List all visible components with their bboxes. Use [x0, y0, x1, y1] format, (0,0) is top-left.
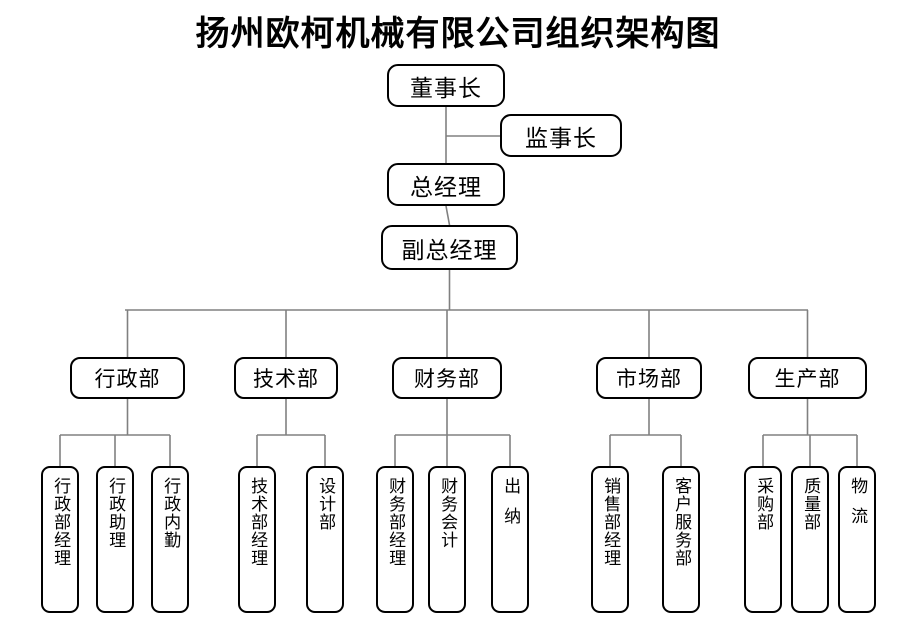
node-production-label: 生产部 — [774, 367, 841, 391]
node-deputy-general-manager-label: 副总经理 — [401, 237, 498, 264]
node-accountant[interactable]: 财务会计 — [428, 466, 466, 613]
node-cashier[interactable]: 出纳 — [491, 466, 529, 613]
node-chairman[interactable]: 董事长 — [387, 64, 505, 107]
node-admin-assistant[interactable]: 行政助理 — [96, 466, 134, 613]
node-customer-service-label: 客户服务部 — [671, 477, 692, 567]
node-admin-manager-label: 行政部经理 — [50, 477, 71, 567]
node-quality-label: 质量部 — [800, 477, 821, 531]
node-tech-manager[interactable]: 技术部经理 — [238, 466, 276, 613]
node-general-manager[interactable]: 总经理 — [387, 163, 505, 206]
node-admin-clerk-label: 行政内勤 — [160, 477, 181, 549]
node-finance[interactable]: 财务部 — [392, 357, 502, 399]
node-finance-manager-label: 财务部经理 — [385, 477, 406, 567]
node-purchasing-label: 采购部 — [753, 477, 774, 531]
node-admin-assistant-label: 行政助理 — [105, 477, 126, 549]
node-design-dept[interactable]: 设计部 — [306, 466, 344, 613]
node-cashier-label: 出纳 — [500, 477, 521, 537]
node-finance-label: 财务部 — [414, 367, 480, 391]
node-administration-label: 行政部 — [94, 367, 161, 391]
node-supervisor[interactable]: 监事长 — [500, 114, 622, 157]
node-production[interactable]: 生产部 — [748, 357, 867, 399]
node-technology[interactable]: 技术部 — [234, 357, 338, 399]
node-sales-manager[interactable]: 销售部经理 — [591, 466, 629, 613]
node-finance-manager[interactable]: 财务部经理 — [376, 466, 414, 613]
node-marketing[interactable]: 市场部 — [596, 357, 702, 399]
node-admin-manager[interactable]: 行政部经理 — [41, 466, 79, 613]
node-quality[interactable]: 质量部 — [791, 466, 829, 613]
node-accountant-label: 财务会计 — [437, 477, 458, 549]
node-admin-clerk[interactable]: 行政内勤 — [151, 466, 189, 613]
node-general-manager-label: 总经理 — [410, 174, 482, 201]
node-marketing-label: 市场部 — [616, 367, 682, 391]
node-customer-service[interactable]: 客户服务部 — [662, 466, 700, 613]
node-purchasing[interactable]: 采购部 — [744, 466, 782, 613]
node-deputy-general-manager[interactable]: 副总经理 — [381, 225, 518, 270]
node-supervisor-label: 监事长 — [525, 125, 597, 152]
node-sales-manager-label: 销售部经理 — [600, 477, 621, 567]
node-technology-label: 技术部 — [253, 367, 319, 391]
node-design-dept-label: 设计部 — [315, 477, 336, 531]
node-administration[interactable]: 行政部 — [70, 357, 185, 399]
connector-gm-to-deputy — [445, 205, 451, 226]
page-title: 扬州欧柯机械有限公司组织架构图 — [195, 14, 721, 54]
node-logistics-label: 物流 — [847, 477, 868, 537]
node-chairman-label: 董事长 — [410, 75, 482, 102]
node-tech-manager-label: 技术部经理 — [247, 477, 268, 567]
node-logistics[interactable]: 物流 — [838, 466, 876, 613]
